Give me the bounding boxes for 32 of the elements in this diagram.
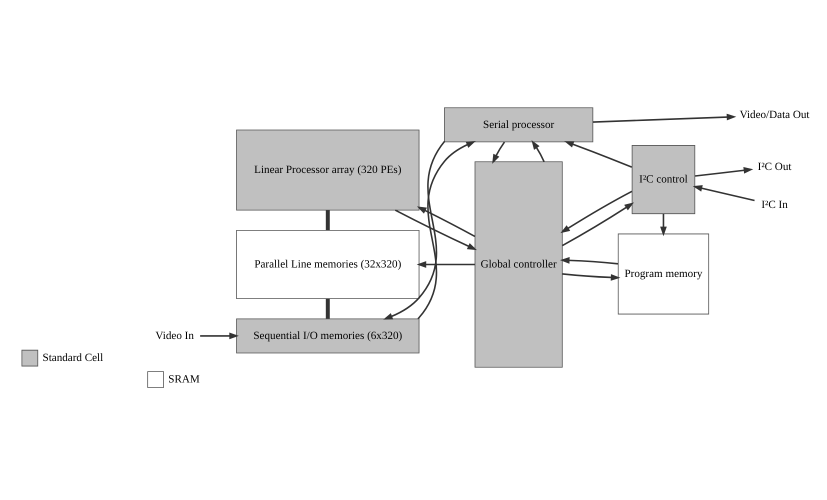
arrow: [692, 185, 755, 202]
node-box: I²C control: [632, 145, 696, 214]
arrow: [416, 261, 475, 268]
arrow: [562, 202, 634, 246]
arrow: [416, 206, 476, 238]
node-box: Program memory: [618, 234, 710, 314]
arrow: [694, 167, 754, 177]
node-box: Serial processor: [444, 107, 594, 142]
node-text: I²C Out: [758, 160, 792, 173]
arrow: [564, 141, 632, 168]
arrow: [560, 190, 632, 234]
arrow: [417, 141, 476, 320]
legend-label: Standard Cell: [42, 352, 104, 364]
node-text: I²C In: [761, 198, 788, 211]
connector: [326, 210, 330, 230]
arrow: [562, 273, 620, 281]
connector: [326, 298, 330, 319]
node-box: Sequential I/O memories (6x320): [236, 318, 420, 354]
arrow: [394, 210, 477, 250]
node-box: Linear Processor array (320 PEs): [236, 130, 420, 211]
arrow: [200, 332, 239, 340]
arrow: [531, 140, 545, 162]
node-text: Video/Data Out: [740, 109, 810, 122]
arrow: [592, 114, 736, 123]
legend-label: SRAM: [168, 373, 200, 386]
node-box: Parallel Line memories (32x320): [236, 230, 420, 299]
arrow: [560, 257, 618, 265]
node-text: Video In: [155, 330, 194, 342]
node-box: Global controller: [474, 161, 563, 368]
arrow: [492, 142, 506, 164]
arrow: [383, 140, 446, 320]
arrow: [660, 214, 667, 236]
